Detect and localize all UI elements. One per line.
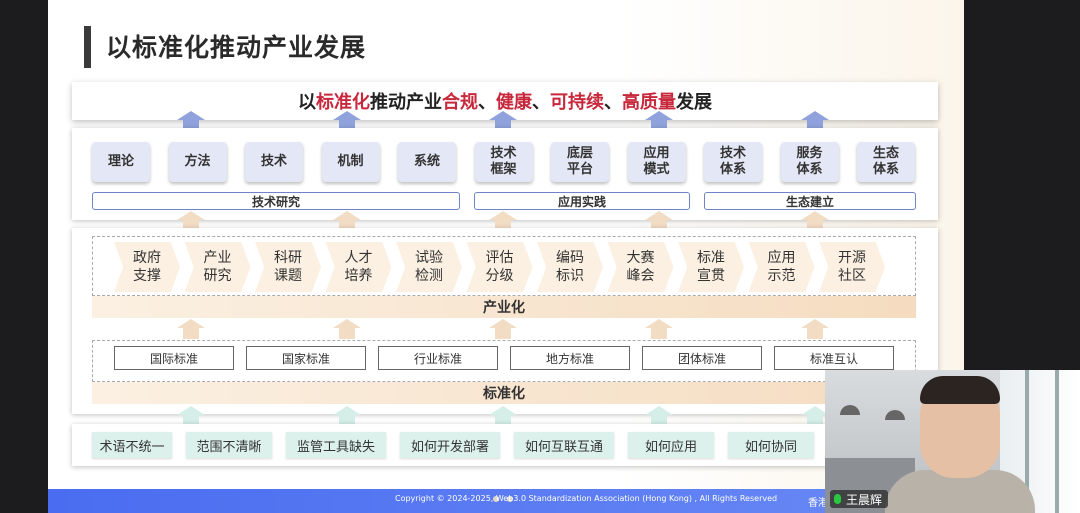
up-arrow-icon: [177, 211, 205, 231]
group-application-practice: 应用实践: [474, 192, 690, 210]
participant-name: 王晨辉: [846, 492, 883, 507]
capability-tile: 技术 框架: [474, 142, 533, 182]
headline-part: 推动产业: [370, 92, 442, 113]
problem-item: 如何协同: [728, 432, 814, 458]
up-arrow-icon: [489, 211, 517, 231]
standards-border: [92, 340, 916, 382]
industry-step: 标准 宣贯: [678, 242, 744, 292]
up-arrow-icon: [333, 111, 361, 131]
up-arrow-icon: [801, 319, 829, 339]
capability-tile: 技术: [245, 142, 303, 182]
headline-part: 、: [604, 92, 622, 113]
title-accent-bar: [84, 26, 91, 68]
up-arrow-icon: [489, 406, 517, 426]
microphone-icon: [834, 494, 841, 504]
headline-part: 以: [298, 92, 316, 113]
capability-tile: 方法: [168, 142, 227, 182]
capability-tile: 机制: [321, 142, 380, 182]
capability-tile: 技术 体系: [704, 142, 762, 182]
headline-part: 发展: [676, 92, 712, 113]
capability-tile: 服务 体系: [780, 142, 839, 182]
capability-tile: 底层 平台: [551, 142, 609, 182]
capability-tile: 应用 模式: [627, 142, 686, 182]
problems-panel: 术语不统一范围不清晰监管工具缺失如何开发部署如何互联互通如何应用如何协同: [72, 424, 938, 466]
slide-title: 以标准化推动产业发展: [106, 33, 367, 62]
headline-part: 合规: [442, 92, 478, 113]
headline-part: 、: [478, 92, 496, 113]
up-arrow-icon: [177, 319, 205, 339]
problem-item: 范围不清晰: [186, 432, 272, 458]
slide-page-dots[interactable]: [493, 487, 521, 506]
up-arrow-icon: [801, 406, 829, 426]
standard-box: 国际标准: [114, 346, 234, 370]
headline-part: 、: [532, 92, 550, 113]
standard-box: 标准互认: [774, 346, 894, 370]
standard-box: 团体标准: [642, 346, 762, 370]
problem-item: 如何互联互通: [514, 432, 614, 458]
up-arrow-icon: [333, 319, 361, 339]
group-tech-research: 技术研究: [92, 192, 460, 210]
industry-step: 政府 支撑: [114, 242, 180, 292]
participant-hair: [920, 376, 1000, 404]
copyright-text: Copyright © 2024-2025, Web3.0 Standardiz…: [395, 494, 778, 503]
participant-video[interactable]: 王晨辉: [825, 370, 1080, 513]
industry-panel: 政府 支撑产业 研究科研 课题人才 培养试验 检测评估 分级编码 标识大赛 峰会…: [72, 228, 938, 414]
industry-step: 试验 检测: [396, 242, 462, 292]
up-arrow-icon: [645, 319, 673, 339]
standard-box: 地方标准: [510, 346, 630, 370]
headline-part: 可持续: [550, 92, 604, 113]
presentation-slide: 以标准化推动产业发展 以标准化推动产业合规、健康、可持续、高质量发展 理论方法技…: [48, 0, 964, 513]
industry-step: 开源 社区: [819, 242, 885, 292]
standard-box: 国家标准: [246, 346, 366, 370]
up-arrow-icon: [333, 406, 361, 426]
industry-step: 应用 示范: [748, 242, 815, 292]
capability-tile: 系统: [398, 142, 456, 182]
headline-part: 标准化: [316, 92, 370, 113]
problem-item: 如何开发部署: [400, 432, 500, 458]
industry-step: 产业 研究: [184, 242, 251, 292]
capability-tile: 生态 体系: [857, 142, 915, 182]
up-arrow-icon: [177, 406, 205, 426]
up-arrow-icon: [177, 111, 205, 131]
up-arrow-icon: [645, 111, 673, 131]
group-ecosystem: 生态建立: [704, 192, 916, 210]
up-arrow-icon: [489, 319, 517, 339]
problem-item: 如何应用: [628, 432, 714, 458]
standardization-band: 标准化: [92, 382, 916, 404]
industry-step: 科研 课题: [255, 242, 321, 292]
slide-headline: 以标准化推动产业合规、健康、可持续、高质量发展: [72, 82, 938, 120]
industry-step: 大赛 峰会: [607, 242, 674, 292]
up-arrow-icon: [801, 111, 829, 131]
up-arrow-icon: [801, 211, 829, 231]
problem-item: 术语不统一: [92, 432, 172, 458]
up-arrow-icon: [489, 111, 517, 131]
slide-footer: Copyright © 2024-2025, Web3.0 Standardiz…: [48, 489, 964, 513]
participant-name-tag: 王晨辉: [830, 490, 889, 508]
footer-tag: 香港: [808, 498, 828, 509]
capability-panel: 理论方法技术机制系统技术 框架底层 平台应用 模式技术 体系服务 体系生态 体系…: [72, 128, 938, 220]
industry-steps-border: [92, 236, 916, 296]
up-arrow-icon: [645, 406, 673, 426]
industrialization-band: 产业化: [92, 296, 916, 318]
industry-step: 评估 分级: [466, 242, 533, 292]
standard-box: 行业标准: [378, 346, 498, 370]
up-arrow-icon: [645, 211, 673, 231]
capability-tile: 理论: [92, 142, 150, 182]
industry-step: 编码 标识: [537, 242, 603, 292]
problem-item: 监管工具缺失: [286, 432, 386, 458]
industry-step: 人才 培养: [325, 242, 392, 292]
headline-part: 健康: [496, 92, 532, 113]
up-arrow-icon: [333, 211, 361, 231]
headline-part: 高质量: [622, 92, 676, 113]
